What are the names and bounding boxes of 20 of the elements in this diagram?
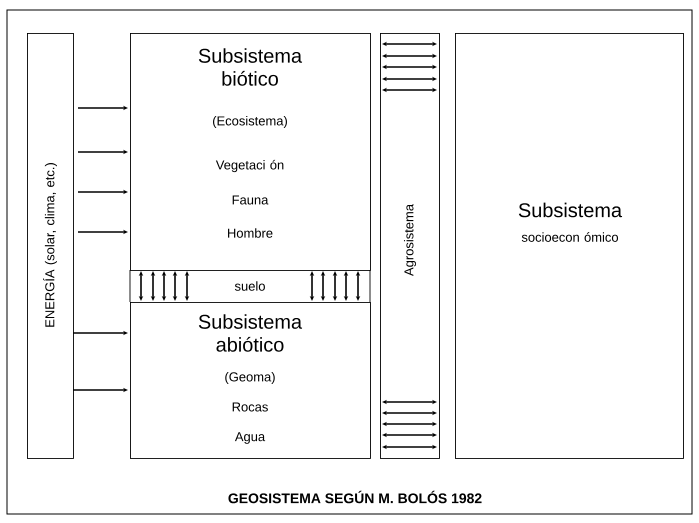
box-text: (Geoma) — [225, 372, 275, 384]
box-text: suelo — [234, 281, 265, 291]
agrosystem-box — [380, 33, 440, 459]
diagram-title: GEOSISTEMA SEGÚN M. BOLÓS 1982 — [228, 490, 482, 504]
box-text: Agrosistema — [404, 204, 416, 276]
box-text: Vegetaci ón — [216, 160, 284, 172]
box-heading: Subsistema biótico — [198, 48, 302, 86]
subsystem-box — [455, 33, 684, 459]
subsystem-box — [130, 302, 371, 459]
box-text: Rocas — [232, 402, 268, 412]
box-text: Hombre — [228, 228, 272, 238]
box-text: Agua — [234, 432, 266, 444]
box-heading: Subsistema abiótico — [198, 314, 302, 352]
box-text: socioecon ómico — [522, 232, 618, 242]
box-heading: Subsistema — [518, 202, 622, 218]
box-text: (Ecosistema) — [213, 116, 287, 128]
subsystem-box — [130, 33, 371, 271]
energy-box — [27, 33, 74, 459]
box-text: Fauna — [232, 195, 268, 205]
box-text: ENERGÍA (solar, clima, etc.) — [43, 163, 57, 327]
